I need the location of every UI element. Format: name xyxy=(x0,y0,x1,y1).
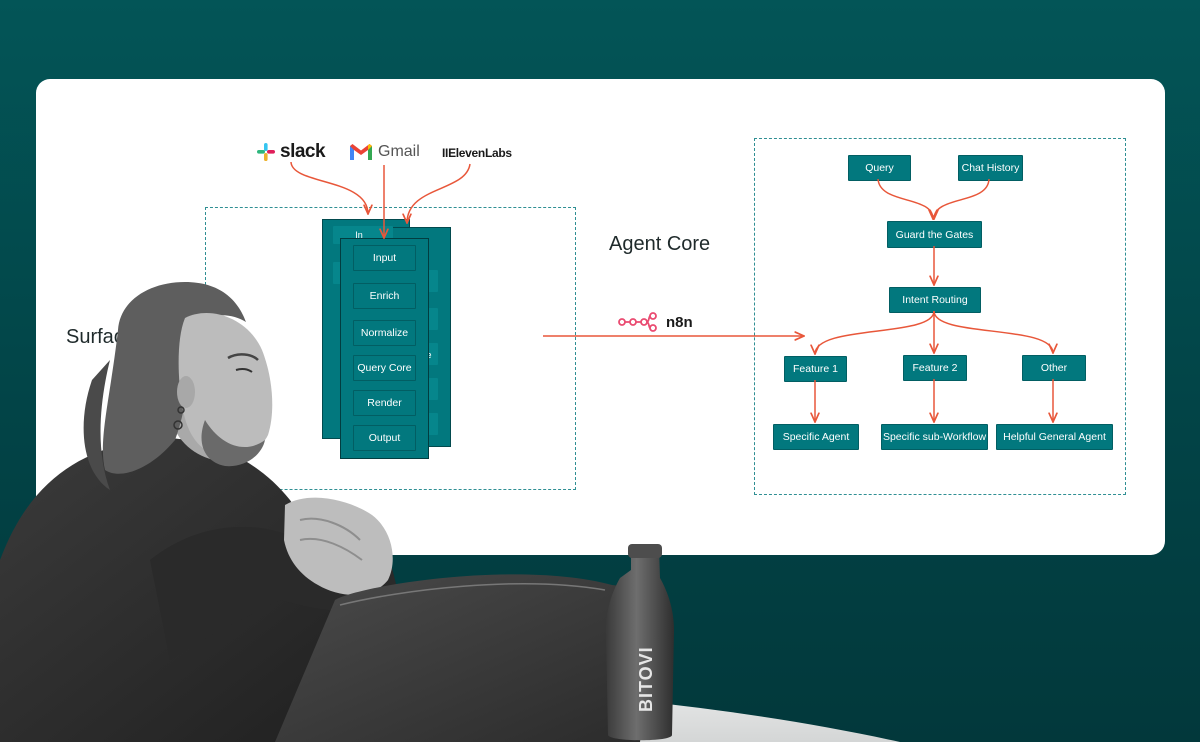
pipeline-ghost-tab-5 xyxy=(428,343,438,365)
presenter-face xyxy=(178,313,273,458)
arrow-slack-to-pipeline xyxy=(290,161,368,214)
presenter-hair xyxy=(102,282,247,474)
gmail-wordmark: Gmail xyxy=(378,143,420,160)
arrow-intent-to-other xyxy=(933,310,1053,353)
n8n-icon xyxy=(618,312,657,332)
elevenlabs-wordmark: IIElevenLabs xyxy=(442,146,512,160)
pipeline-back-fragment: In xyxy=(355,230,363,240)
pipeline-ghost-tab-3 xyxy=(428,270,438,292)
arrow-elevenlabs-to-pipeline xyxy=(407,163,471,223)
node-intent-routing: Intent Routing xyxy=(889,287,981,313)
laptop xyxy=(275,574,660,742)
pipeline-ghost-tab-4 xyxy=(428,308,438,330)
node-guard-the-gates: Guard the Gates xyxy=(887,221,982,248)
node-helpful-general-agent: Helpful General Agent xyxy=(996,424,1113,450)
node-specific-sub-workflow: Specific sub-Workflow xyxy=(881,424,988,450)
node-specific-agent: Specific Agent xyxy=(773,424,859,450)
arrow-chat-history-to-guard xyxy=(934,178,990,219)
node-feature-2: Feature 2 xyxy=(903,355,967,381)
agent-core-container xyxy=(754,138,1126,495)
n8n-logo: n8n xyxy=(618,312,693,332)
agent-core-label: Agent Core xyxy=(609,233,711,255)
elevenlabs-logo: IIElevenLabs xyxy=(442,146,512,160)
pipeline-ghost-tab-6 xyxy=(428,378,438,400)
gmail-logo: Gmail xyxy=(349,143,420,161)
slack-icon xyxy=(257,143,275,161)
node-feature-1: Feature 1 xyxy=(784,356,847,382)
slack-logo: slack xyxy=(257,141,326,163)
n8n-wordmark: n8n xyxy=(666,313,693,331)
arrow-intent-to-feature-1 xyxy=(815,310,935,354)
pipeline-step-normalize: Normalize xyxy=(353,320,416,346)
node-query: Query xyxy=(848,155,911,181)
node-chat-history: Chat History xyxy=(958,155,1023,181)
node-other: Other xyxy=(1022,355,1086,381)
bottle-brand: BITOVI xyxy=(636,646,656,712)
pipeline-step-input: Input xyxy=(353,245,416,271)
presenter-beard xyxy=(201,420,265,467)
gmail-icon xyxy=(350,144,372,160)
pipeline-ghost-tab-7 xyxy=(428,413,438,435)
pipeline-step-query-core: Query Core xyxy=(353,355,416,381)
presenter-ear xyxy=(177,376,195,408)
pipeline-step-render: Render xyxy=(353,390,416,416)
pipeline-step-output: Output xyxy=(353,425,416,451)
water-bottle xyxy=(606,545,674,741)
slack-wordmark: slack xyxy=(280,141,326,162)
pipeline-step-enrich: Enrich xyxy=(353,283,416,309)
